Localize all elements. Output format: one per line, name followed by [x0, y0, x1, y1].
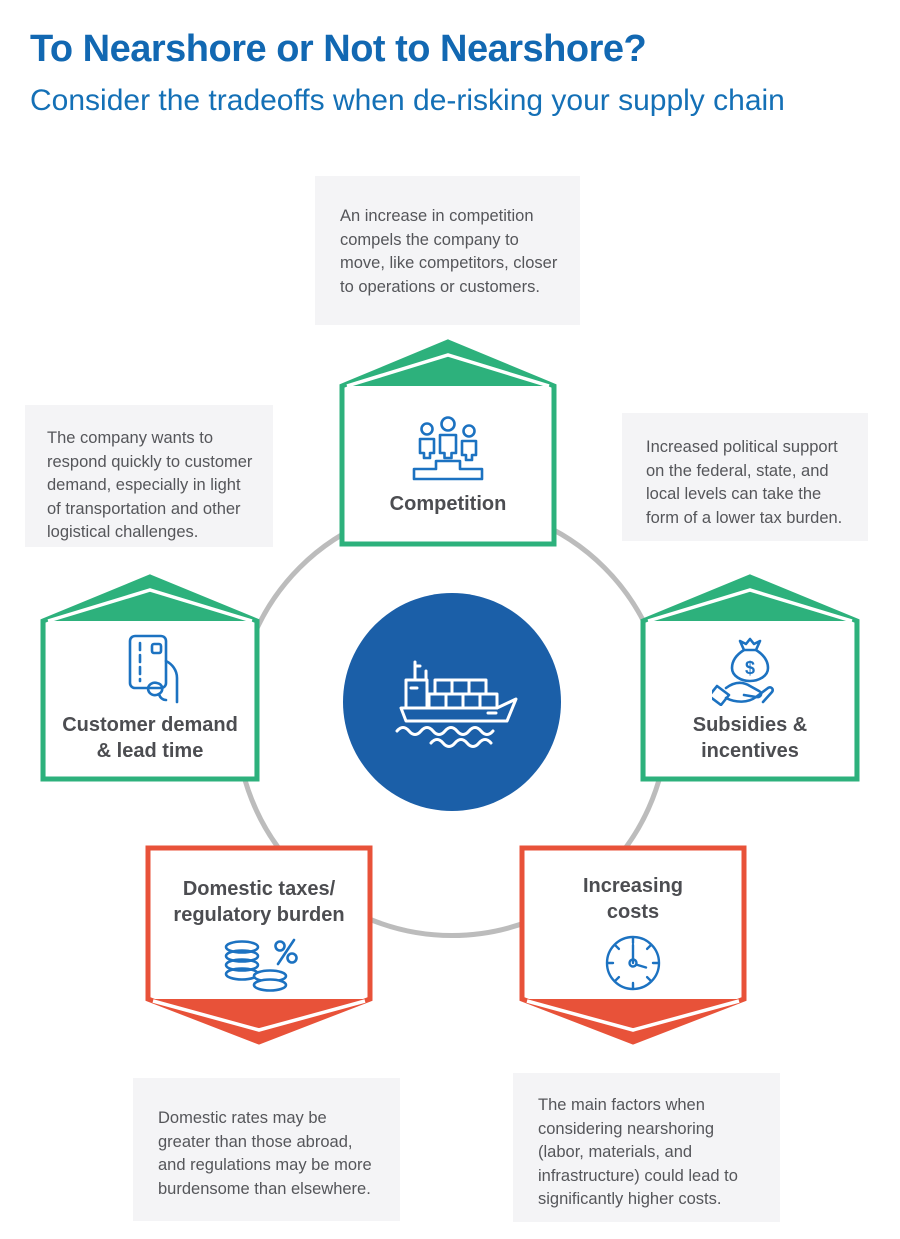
factor-card-increasing-costs: Increasing costs	[519, 845, 747, 1045]
podium-people-icon	[412, 416, 484, 481]
card-in-hand-icon	[128, 634, 179, 704]
up-pentagon-shape	[40, 574, 260, 782]
description-customer-demand: The company wants to respond quickly to …	[25, 405, 273, 547]
svg-text:$: $	[745, 658, 755, 678]
factor-card-subsidies: $ Subsidies & incentives	[640, 574, 860, 782]
down-pentagon-shape	[145, 845, 373, 1045]
clock-icon	[605, 935, 661, 991]
description-domestic-taxes: Domestic rates may be greater than those…	[133, 1078, 400, 1221]
description-subsidies: Increased political support on the feder…	[622, 413, 868, 541]
factor-card-customer-demand: Customer demand & lead time	[40, 574, 260, 782]
supply-chain-hub	[343, 593, 561, 811]
page-subtitle: Consider the tradeoffs when de-risking y…	[30, 84, 785, 117]
up-pentagon-shape	[339, 339, 557, 547]
factor-label-domestic-taxes: Domestic taxes/ regulatory burden	[173, 878, 345, 926]
factor-card-competition: Competition	[339, 339, 557, 547]
coins-percent-icon	[224, 938, 298, 992]
up-pentagon-shape	[640, 574, 860, 782]
factor-card-domestic-taxes: Domestic taxes/ regulatory burden	[145, 845, 373, 1045]
factor-label-increasing-costs: Increasing costs	[582, 875, 684, 923]
factor-label-customer-demand: Customer demand & lead time	[62, 714, 238, 762]
money-bag-hand-icon: $	[712, 637, 774, 706]
description-competition: An increase in competition compels the c…	[315, 176, 580, 325]
factor-label-competition: Competition	[389, 493, 507, 515]
page-title: To Nearshore or Not to Nearshore?	[30, 28, 647, 70]
cargo-ship-icon	[395, 660, 518, 748]
description-increasing-costs: The main factors when considering nearsh…	[513, 1073, 780, 1222]
factor-label-subsidies: Subsidies & incentives	[692, 714, 808, 762]
